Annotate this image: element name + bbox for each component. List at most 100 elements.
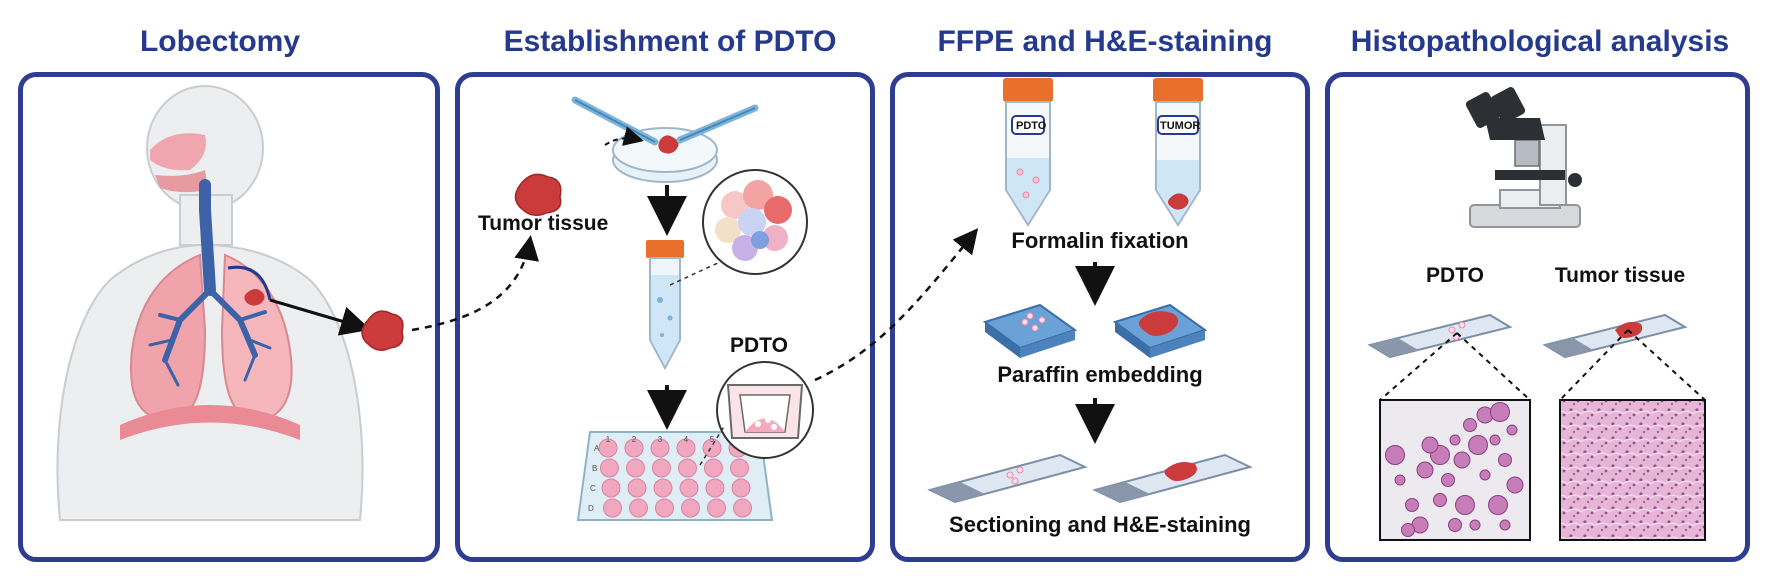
- plate-well: [676, 438, 696, 458]
- plate-well: [681, 498, 700, 518]
- plate-column-label: 3: [658, 435, 663, 444]
- plate-well: [702, 438, 722, 458]
- organoid-blob: [1463, 418, 1477, 432]
- resected-lobe-outline: [227, 265, 272, 301]
- plate-well: [629, 498, 648, 518]
- label-histo-pdto: PDTO: [1426, 264, 1484, 287]
- plate-well: [598, 438, 618, 458]
- transwell-zoom: [716, 361, 814, 459]
- heading-ffpe: FFPE and H&E-staining: [937, 25, 1273, 58]
- label-tumor-tissue: Tumor tissue: [478, 212, 608, 235]
- organoid-blob: [1490, 402, 1510, 422]
- human-body-illustration: [56, 85, 364, 521]
- organoid-blob: [1433, 493, 1447, 507]
- organoid-blob: [1468, 435, 1488, 455]
- plate-row-label: C: [590, 484, 596, 493]
- lungs: [120, 253, 300, 440]
- formalin-tube-pdto: [1003, 78, 1053, 227]
- plate-well: [626, 458, 645, 478]
- plate-well: [679, 478, 699, 498]
- tumor-tissue-icon: [514, 173, 562, 216]
- plate-well: [652, 458, 671, 478]
- organoid-blob: [1401, 523, 1415, 537]
- organoid-blob: [1394, 474, 1406, 486]
- label-formalin-fixation: Formalin fixation: [1011, 228, 1188, 253]
- excision-arrow: [269, 298, 371, 336]
- plate-well: [705, 478, 725, 498]
- heading-histo: Histopathological analysis: [1350, 25, 1730, 58]
- heading-establishment: Establishment of PDTO: [503, 25, 837, 58]
- histo-slide-pdto: [1367, 313, 1513, 359]
- organoid-blob: [1506, 424, 1518, 436]
- plate-column-label: 4: [684, 435, 689, 444]
- organoid-cells-zoom: [702, 169, 808, 275]
- plate-row-labels: A B C D: [588, 444, 600, 513]
- plate-well: [600, 458, 619, 478]
- airway-trachea: [148, 179, 272, 387]
- he-micrograph-tumor: [1559, 399, 1706, 541]
- plate-row-label: B: [592, 464, 597, 473]
- label-sectioning: Sectioning and H&E-staining: [949, 512, 1251, 537]
- plate-row-label: D: [588, 504, 594, 513]
- organoid-blob: [1448, 518, 1462, 532]
- organoid-blob: [1469, 519, 1481, 531]
- organoid-blob: [1449, 434, 1461, 446]
- plate-well: [601, 478, 621, 498]
- paraffin-block-pdto: [982, 303, 1078, 358]
- organoid-blob: [1385, 445, 1405, 465]
- plate-well: [653, 478, 673, 498]
- organoid-blob: [1405, 498, 1419, 512]
- organoid-blob: [1455, 495, 1475, 515]
- well-plate: [576, 431, 774, 521]
- plate-well: [731, 478, 751, 498]
- label-histo-tumor: Tumor tissue: [1555, 264, 1685, 287]
- plate-column-label: 2: [632, 435, 637, 444]
- excised-tumor-icon: [361, 310, 404, 351]
- organoid-blob: [1416, 461, 1434, 479]
- organoid-blob: [1488, 495, 1508, 515]
- plate-column-label: 1: [606, 435, 611, 444]
- organoid-blob: [1498, 453, 1512, 467]
- formalin-tube-tumor: [1153, 78, 1203, 227]
- plate-row-label: A: [594, 444, 600, 453]
- panel-ffpe: [890, 72, 1310, 562]
- plate-well: [707, 498, 726, 518]
- plate-column-label: 5: [710, 435, 715, 444]
- plate-well: [650, 438, 670, 458]
- culture-tube: [646, 240, 684, 371]
- plate-well: [624, 438, 644, 458]
- organoid-blob: [1506, 476, 1524, 494]
- paraffin-block-tumor: [1112, 303, 1208, 358]
- dashed-arrow-to-formalin: [814, 228, 979, 382]
- slide-pdto: [927, 453, 1088, 504]
- label-paraffin-embedding: Paraffin embedding: [997, 362, 1202, 387]
- plate-well: [603, 498, 622, 518]
- dashed-arrow-to-tumor-tissue: [411, 235, 540, 332]
- organoid-blob: [1453, 451, 1471, 469]
- dashed-arrow-into-dish: [604, 126, 644, 146]
- petri-dish: [612, 127, 718, 183]
- histo-slide-tumor: [1542, 313, 1688, 359]
- organoid-blob: [1489, 434, 1501, 446]
- organoid-blob: [1479, 469, 1491, 481]
- organoid-blob: [1499, 519, 1511, 531]
- plate-well: [627, 478, 647, 498]
- label-tube-tumor: TUMOR: [1160, 120, 1200, 132]
- plate-well: [704, 458, 723, 478]
- slide-tumor: [1092, 453, 1253, 504]
- label-tube-pdto: PDTO: [1016, 120, 1047, 132]
- he-micrograph-pdto: [1379, 399, 1531, 541]
- plate-well: [730, 458, 749, 478]
- plate-well: [678, 458, 697, 478]
- label-pdto-organoid: PDTO: [730, 334, 788, 357]
- microscope-icon: [1465, 87, 1582, 228]
- zoom-line-tube: [669, 261, 721, 286]
- histo-zoom-lines: [1379, 329, 1706, 401]
- plate-well: [655, 498, 674, 518]
- organoid-blob: [1421, 436, 1439, 454]
- organoid-blob: [1441, 473, 1455, 487]
- heading-lobectomy: Lobectomy: [139, 25, 301, 58]
- tumor-in-lung-icon: [244, 289, 265, 306]
- plate-well: [733, 498, 752, 518]
